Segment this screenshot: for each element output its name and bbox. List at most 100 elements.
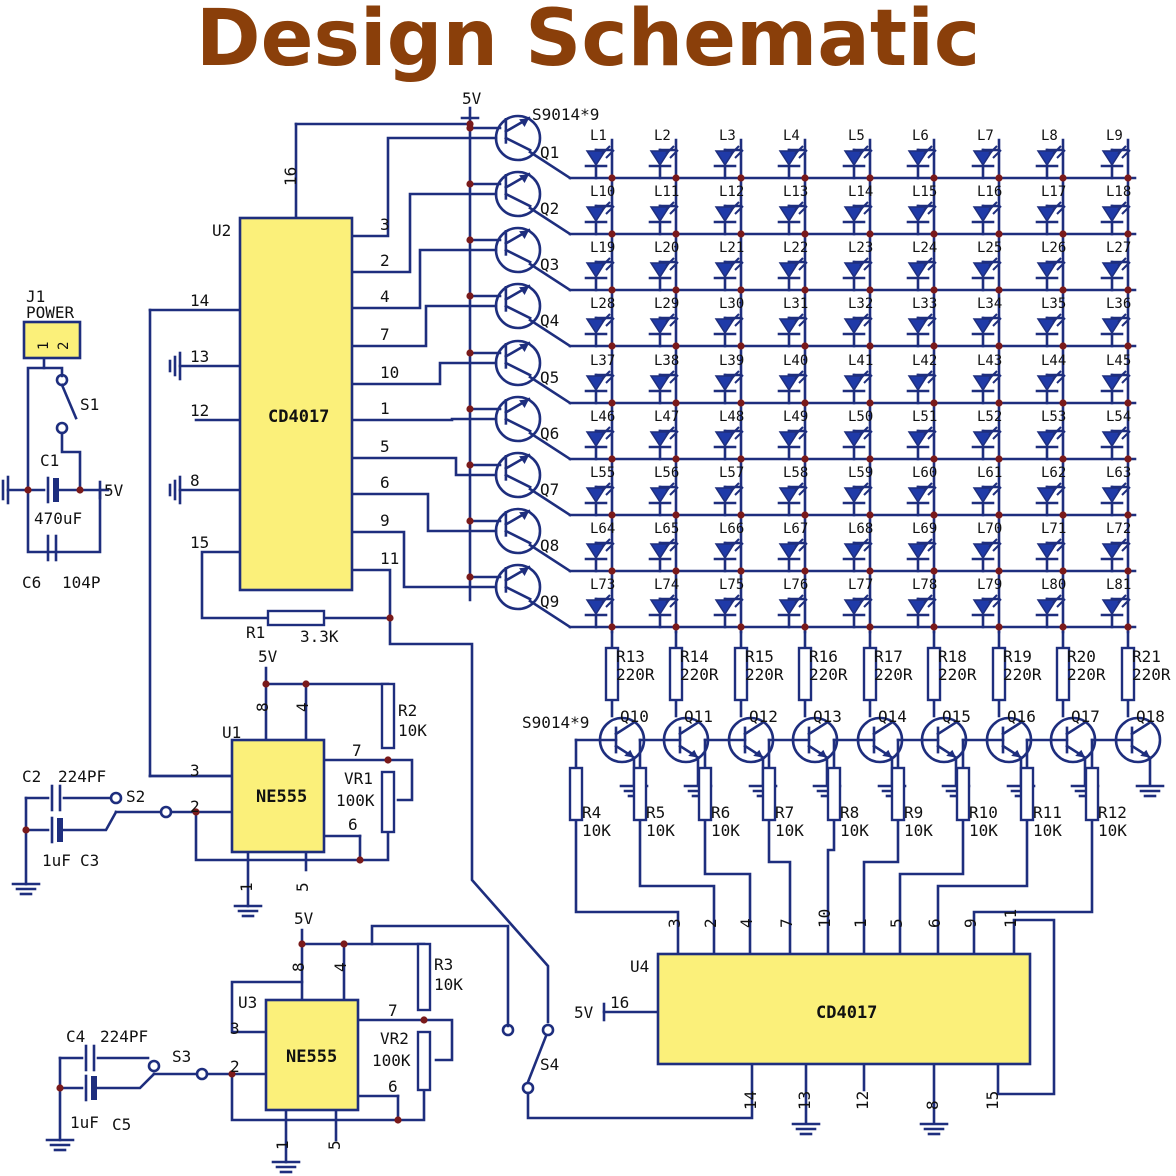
led-triangle [649,150,671,167]
column-resistor-r18 [926,646,942,702]
led-53 [1035,426,1066,449]
led-triangle [907,206,929,223]
led-arrow [665,482,675,492]
led-label: L63 [1106,465,1131,481]
led-16 [971,201,1002,224]
c4-value: 224PF [100,1027,148,1046]
led-label: L76 [783,577,808,593]
led-label: L78 [912,577,937,593]
resistor-r3 [416,942,432,1012]
led-triangle [972,543,994,560]
u2-pin-label: 14 [190,291,209,310]
column-resistor-label: R13 [616,647,645,666]
led-arrow [992,486,1002,496]
led-triangle [1036,431,1058,448]
junction-dot [1059,399,1067,407]
junction-dot [930,567,938,575]
row-transistor-q6 [494,395,542,443]
capacitor-c2 [50,784,62,812]
led-arrow [730,538,740,548]
j1-label: J1 [26,287,45,306]
row-transistor-q2 [494,170,542,218]
u2-pin-label: 4 [380,287,390,306]
power-wire [60,431,82,492]
led-29 [648,313,679,336]
u1-pin-label: 8 [253,702,272,712]
u4-pin-label: 15 [983,1091,1002,1110]
led-23 [842,257,873,280]
led-arrow [730,145,740,155]
junction-dot [1124,286,1132,294]
column-resistor-value: 220R [680,665,719,684]
led-label: L42 [912,353,937,369]
led-arrow [1121,149,1131,159]
led-arrow [992,149,1002,159]
s2-label: S2 [126,787,145,806]
led-44 [1035,370,1066,393]
row-collector-wire [528,262,572,292]
u1-chip-name: NE555 [256,787,307,807]
column-transistor-label: Q16 [1007,707,1036,726]
junction-dot [56,1084,64,1092]
led-52 [971,426,1002,449]
led-triangle [1036,543,1058,560]
led-label: L21 [719,240,744,256]
led-arrow [1056,149,1066,159]
row-collector-wire [528,431,572,461]
led-arrow [859,594,869,604]
led-arrow [798,542,808,552]
led-label: L79 [977,577,1002,593]
led-triangle [585,543,607,560]
transistor-collector [504,529,532,545]
led-7 [971,145,1002,168]
led-19 [584,257,615,280]
led-label: L35 [1041,296,1066,312]
led-77 [842,594,873,617]
capacitor-plate [53,478,59,502]
vcc-label: 5V [462,89,482,108]
c6-label: C6 [22,573,41,592]
column-resistor-value: 220R [745,665,784,684]
junction-dot [1124,567,1132,575]
led-63 [1100,482,1131,505]
led-arrow [1052,594,1062,604]
base-resistor-value: 10K [1098,821,1127,840]
led-arrow [927,542,937,552]
led-triangle [1036,599,1058,616]
led-arrow [1056,205,1066,215]
led-triangle [1101,150,1123,167]
column-transistor-q11 [662,716,710,764]
led-label: L31 [783,296,808,312]
column-resistor-value: 220R [938,665,977,684]
led-triangle [714,431,736,448]
led-triangle [1036,150,1058,167]
led-arrow [988,594,998,604]
page-title: Design Schematic [195,0,981,84]
led-triangle [972,431,994,448]
led-arrow [794,313,804,323]
row-transistor-label: Q8 [540,536,559,555]
c6-value: 104P [62,573,101,592]
led-triangle [1101,487,1123,504]
led-label: L8 [1041,128,1058,144]
led-61 [971,482,1002,505]
led-label: L77 [848,577,873,593]
c1-value: 470uF [34,509,82,528]
junction-dot [608,230,616,238]
led-arrow [859,201,869,211]
junction-dot [302,680,310,688]
junction-dot [737,399,745,407]
led-triangle [907,487,929,504]
u3-pin-label: 7 [388,1001,398,1020]
led-triangle [714,375,736,392]
u1-pin-label: 7 [352,741,362,760]
u4-pin-label: 10 [815,909,834,928]
transistor-arrow [519,286,529,295]
led-arrow [669,317,679,327]
u2-output-wire [350,492,498,533]
led-label: L2 [654,128,671,144]
led-label: L80 [1041,577,1066,593]
led-arrow [734,542,744,552]
transistor-collector [678,720,700,736]
u4-pin-label: 3 [665,918,684,928]
